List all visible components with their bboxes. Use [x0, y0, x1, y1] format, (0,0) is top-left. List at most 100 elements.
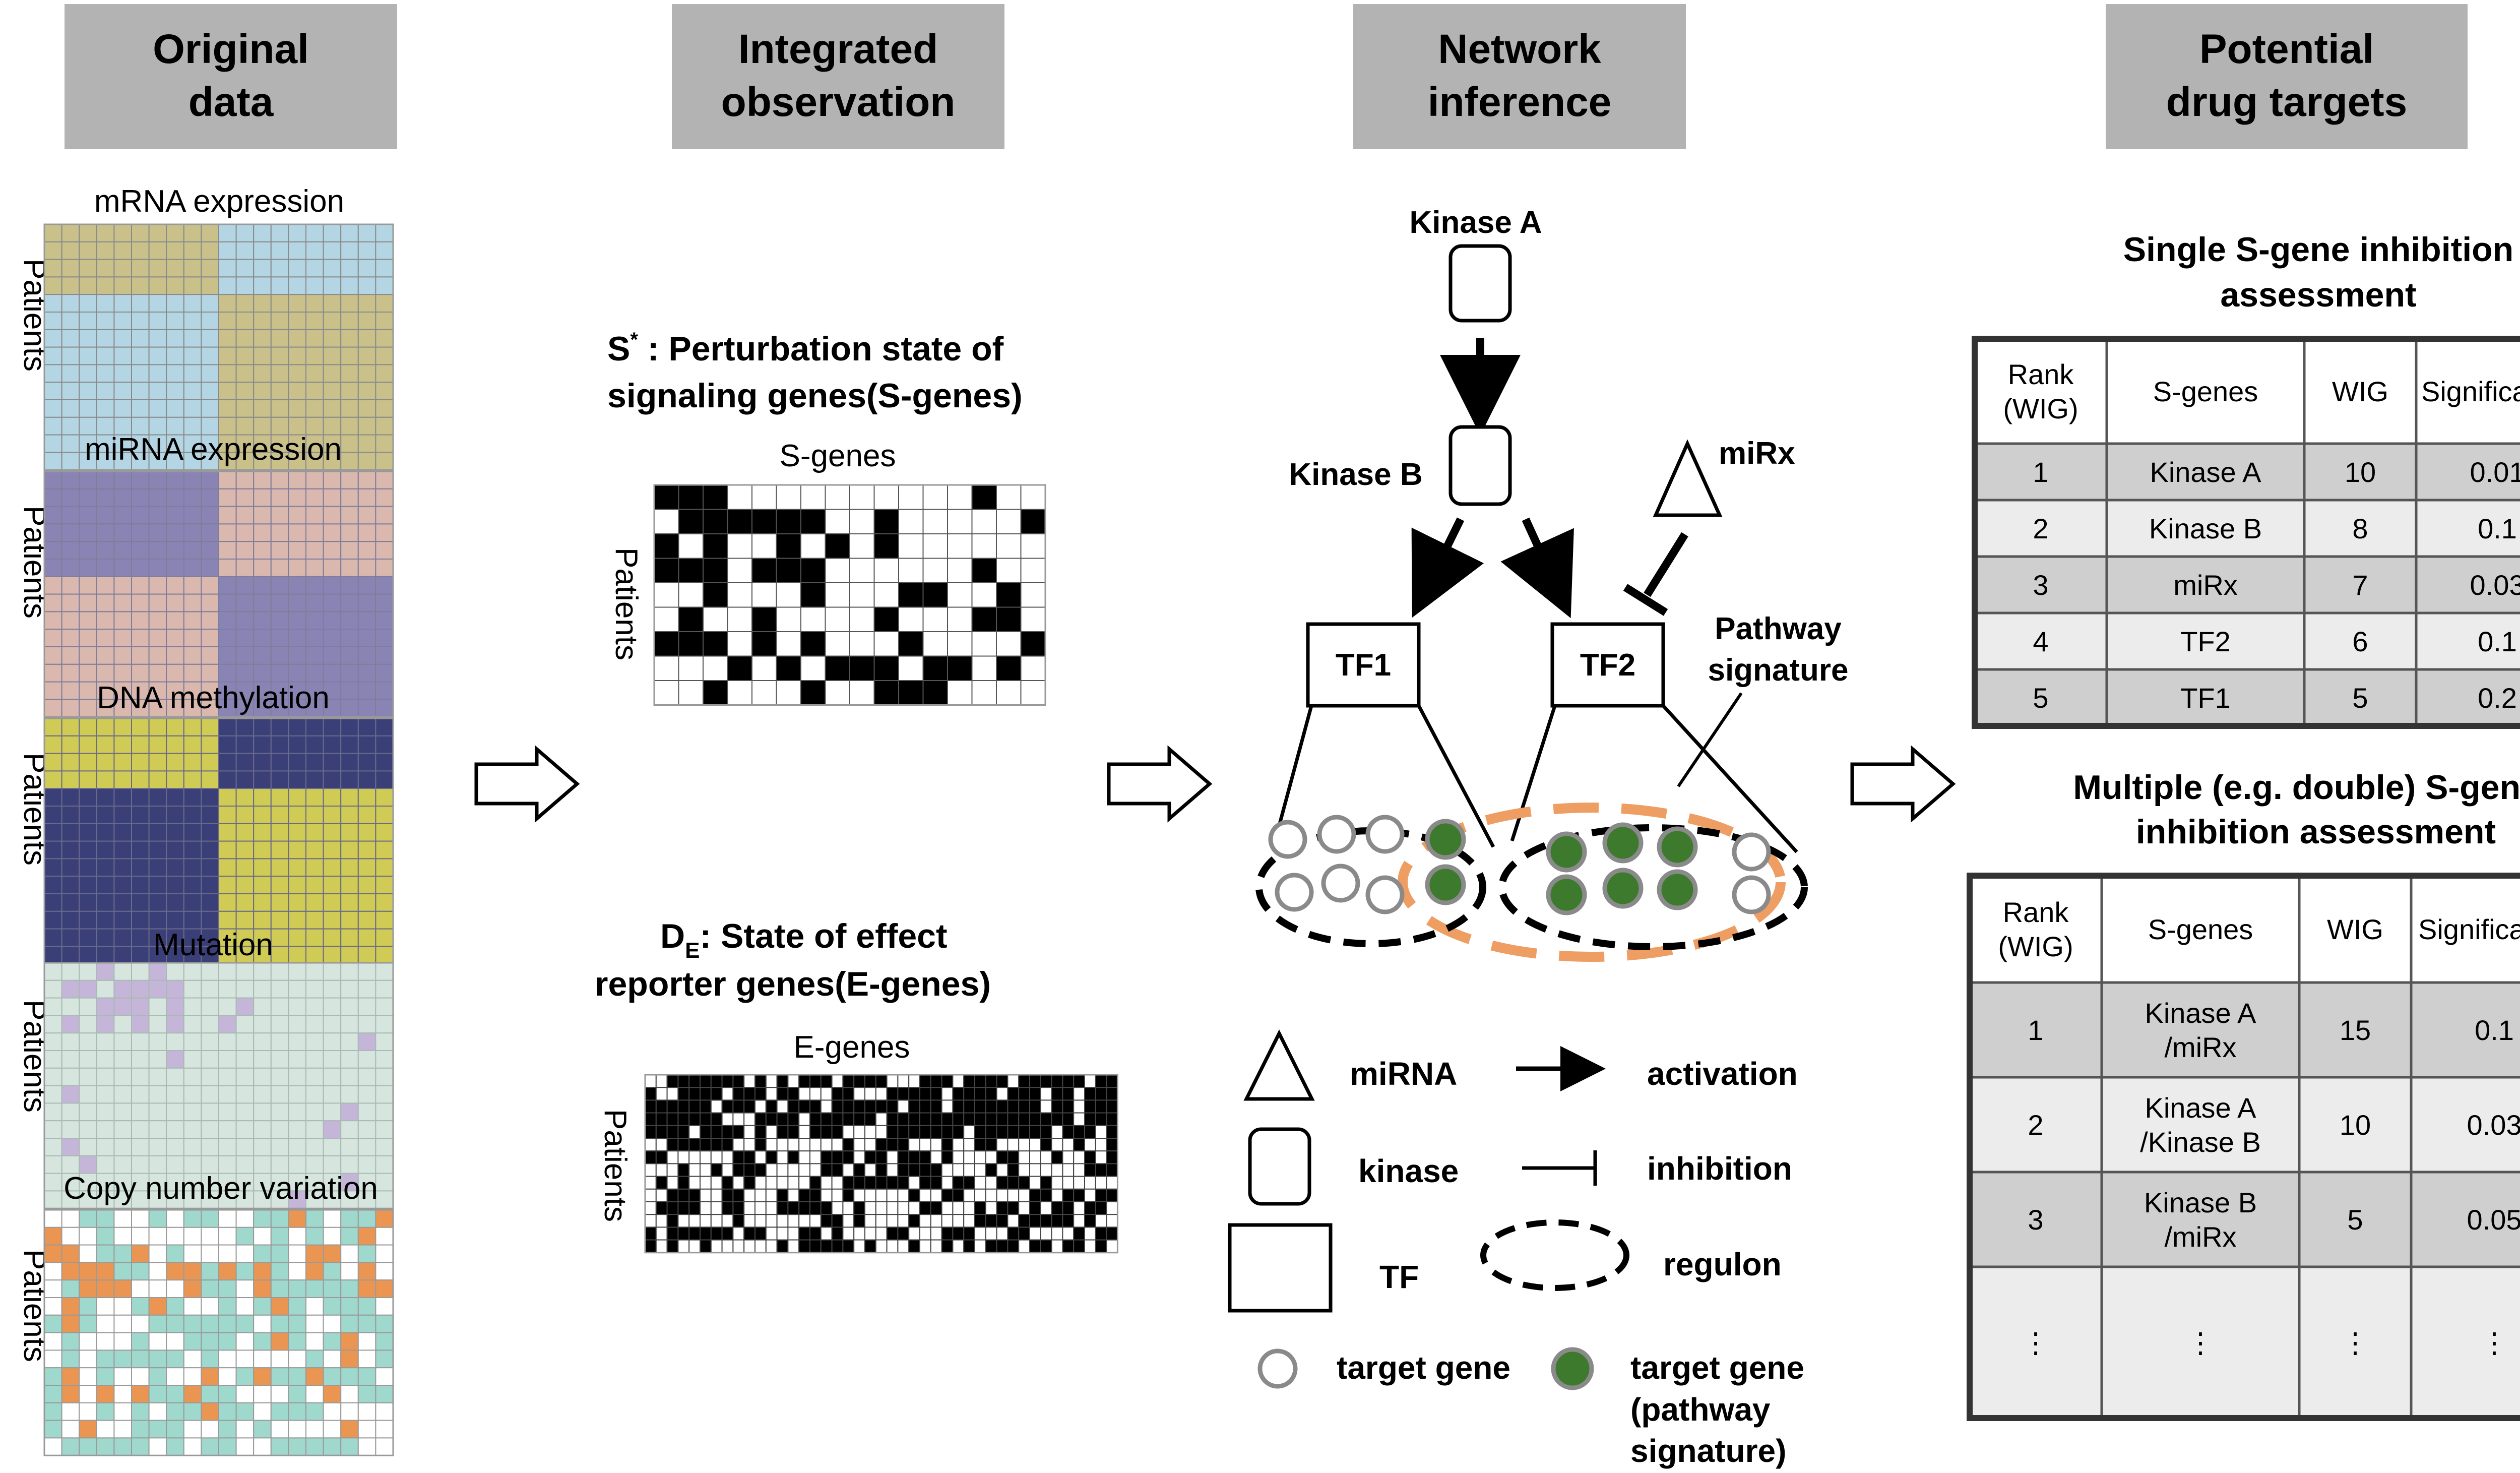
e-genes-cell	[897, 1214, 910, 1228]
cnv-cell	[253, 1314, 272, 1333]
e-genes-cell	[721, 1074, 734, 1088]
mirna-cell	[131, 523, 150, 542]
e-genes-cell	[743, 1138, 755, 1152]
mutation-cell	[131, 1120, 150, 1139]
cnv-cell	[340, 1209, 359, 1228]
cnv-cell	[305, 1209, 324, 1228]
mutation-cell	[61, 962, 80, 981]
mutation-cell	[96, 1155, 115, 1174]
mrna-cell	[131, 399, 150, 418]
cnv-cell	[253, 1402, 272, 1421]
e-genes-cell	[677, 1176, 690, 1190]
mirna-cell	[357, 699, 376, 718]
e-genes-cell	[831, 1112, 844, 1126]
mrna-cell	[253, 224, 272, 242]
e-genes-cell	[864, 1074, 876, 1088]
mrna-cell	[235, 294, 255, 313]
e-genes-cell	[688, 1214, 701, 1228]
s-genes-cell	[947, 582, 973, 608]
e-genes-label: E-genes	[794, 1030, 910, 1065]
mrna-cell	[183, 241, 202, 260]
mirna-cell	[235, 681, 255, 700]
mirna-cell	[323, 523, 342, 542]
cnv-cell	[96, 1402, 115, 1421]
cnv-cell	[235, 1279, 255, 1298]
mirna-cell	[357, 541, 376, 560]
pathway-gene-node	[1602, 822, 1644, 864]
e-genes-cell	[1095, 1176, 1107, 1190]
tf1-node	[1306, 622, 1421, 708]
e-genes-cell	[941, 1226, 954, 1241]
methylation-cell	[218, 753, 237, 772]
mrna-cell	[166, 399, 184, 418]
s-genes-cell	[1020, 582, 1046, 608]
cnv-cell	[44, 1226, 62, 1246]
methylation-cell	[79, 840, 97, 860]
e-genes-cell	[645, 1099, 657, 1114]
s-genes-cell	[800, 655, 826, 681]
mrna-cell	[96, 416, 115, 436]
e-genes-cell	[853, 1201, 865, 1215]
cnv-cell	[305, 1297, 324, 1316]
e-genes-cell	[985, 1188, 997, 1203]
e-genes-cell	[842, 1163, 855, 1177]
cnv-cell	[218, 1262, 237, 1281]
s-genes-cell	[996, 533, 1022, 559]
e-genes-cell	[897, 1112, 910, 1126]
e-genes-cell	[919, 1201, 931, 1215]
mrna-cell	[131, 452, 150, 471]
e-genes-cell	[645, 1176, 657, 1190]
mutation-cell	[323, 997, 342, 1016]
methylation-cell	[270, 823, 289, 842]
e-genes-cell	[666, 1176, 679, 1190]
e-genes-cell	[974, 1087, 986, 1101]
cnv-cell	[79, 1226, 97, 1246]
mrna-cell	[148, 346, 167, 365]
methylation-cell	[253, 858, 272, 877]
mutation-cell	[79, 1138, 97, 1156]
mutation-cell	[201, 1102, 219, 1122]
mrna-cell	[148, 382, 167, 401]
mutation-cell	[96, 1032, 115, 1051]
e-genes-cell	[787, 1201, 800, 1215]
single-table-cell: 4	[2033, 626, 2048, 657]
methylation-cell	[218, 823, 237, 842]
e-genes-cell	[700, 1188, 712, 1203]
methylation-cell	[305, 876, 324, 894]
cnv-cell	[270, 1226, 289, 1246]
mirna-cell	[305, 611, 324, 630]
cnv-cell	[305, 1262, 324, 1281]
mutation-cell	[61, 1102, 80, 1122]
mutation-cell	[340, 1102, 359, 1122]
methylation-cell	[270, 735, 289, 754]
mirna-cell	[357, 646, 376, 665]
mrna-cell	[218, 241, 237, 260]
mirna-cell	[96, 523, 115, 542]
mrna-cell	[44, 416, 62, 436]
methylation-cell	[183, 893, 202, 912]
mrna-cell	[44, 364, 62, 383]
methylation-cell	[96, 876, 115, 894]
s-genes-cell	[873, 533, 899, 559]
mutation-cell	[270, 1102, 289, 1122]
mrna-cell	[218, 329, 237, 348]
mirna-cell	[253, 663, 272, 683]
cnv-cell	[44, 1297, 62, 1316]
mirx-label: miRx	[1719, 436, 1795, 471]
mrna-cell	[148, 312, 167, 330]
methylation-cell	[270, 788, 289, 807]
e-genes-cell	[941, 1163, 954, 1177]
e-genes-cell	[831, 1239, 844, 1253]
e-genes-cell	[864, 1125, 876, 1139]
pathway-signature-ellipse	[1398, 803, 1786, 962]
e-genes-cell	[798, 1176, 810, 1190]
e-genes-cell	[710, 1201, 723, 1215]
mirna-cell	[288, 559, 307, 577]
mutation-cell	[323, 1050, 342, 1069]
e-genes-cell	[1007, 1099, 1020, 1114]
mirna-cell	[218, 541, 237, 560]
mrna-cell	[357, 364, 376, 383]
e-genes-cell	[732, 1214, 745, 1228]
e-genes-cell	[1029, 1214, 1041, 1228]
mirna-cell	[340, 541, 359, 560]
